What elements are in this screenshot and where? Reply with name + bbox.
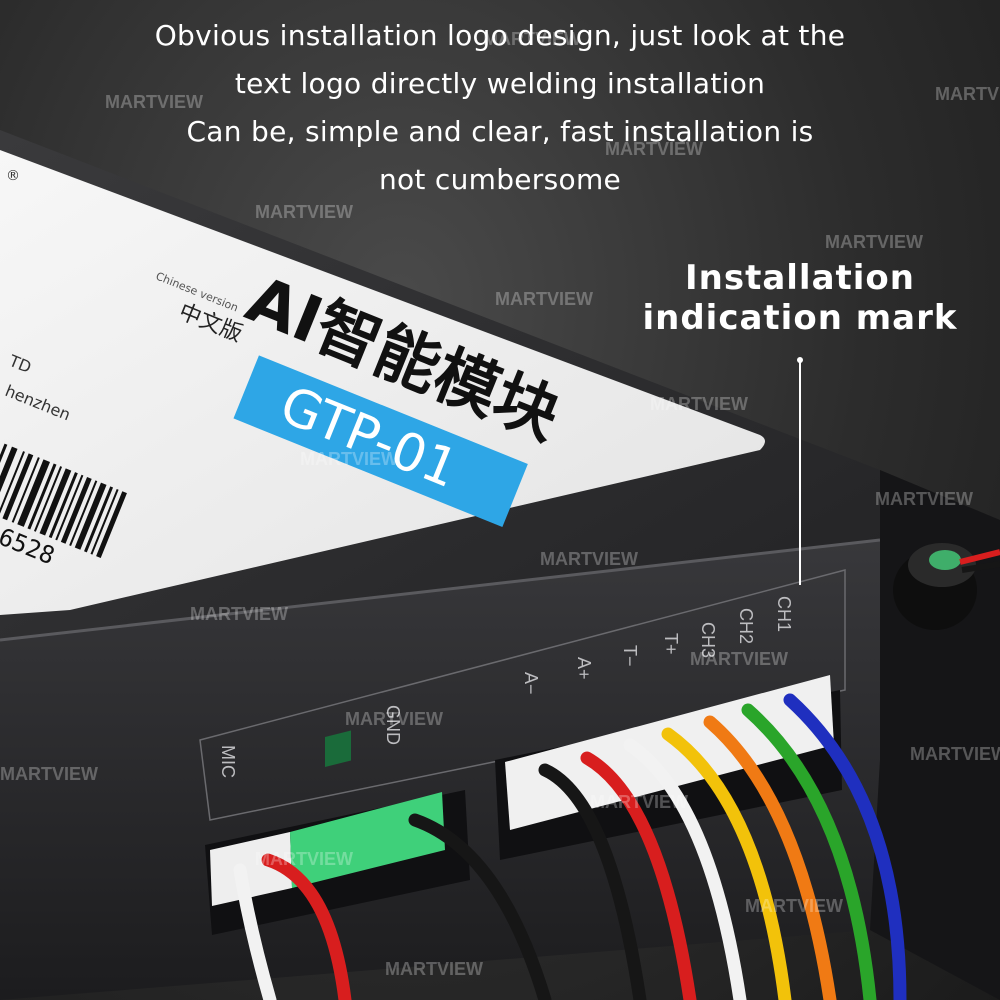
barcode: 6528: [0, 443, 127, 570]
svg-text:MARTVIEW: MARTVIEW: [650, 394, 748, 414]
svg-text:MARTVIEW: MARTVIEW: [483, 29, 581, 49]
svg-text:MARTVIEW: MARTVIEW: [605, 139, 703, 159]
svg-text:MARTVIEW: MARTVIEW: [875, 489, 973, 509]
watermark: MARTVIEW: [190, 604, 288, 624]
mic-connector: [210, 832, 292, 906]
svg-text:MARTVIEW: MARTVIEW: [690, 649, 788, 669]
watermark: MARTVIEW: [105, 92, 203, 112]
watermark: MARTVIEW: [690, 649, 788, 669]
svg-text:MARTVIEW: MARTVIEW: [255, 202, 353, 222]
watermarks: MARTVIEW MARTVIEW MARTVIEW MARTVIEW MART…: [0, 29, 1000, 979]
svg-text:MARTVIEW: MARTVIEW: [935, 84, 1000, 104]
label-partial-reg: ®: [6, 168, 20, 184]
watermark: MARTVIEW: [605, 139, 703, 159]
svg-text:MARTVIEW: MARTVIEW: [255, 849, 353, 869]
pin-label-ch2: CH2: [736, 608, 756, 644]
wire-black: [538, 763, 647, 1000]
watermark: MARTVIEW: [495, 289, 593, 309]
model-badge: [233, 355, 528, 528]
svg-text:MARTVIEW: MARTVIEW: [300, 449, 398, 469]
port-labels: MIC GND A− A+ T− T+ CH3 CH2 CH1: [218, 596, 794, 778]
watermark: MARTVIEW: [300, 449, 398, 469]
watermark: MARTVIEW: [875, 489, 973, 509]
wire-mic-red: [261, 853, 352, 1000]
svg-text:MARTVIEW: MARTVIEW: [590, 792, 688, 812]
port-label-mic: MIC: [218, 745, 238, 778]
wire-orange: [703, 715, 837, 1000]
watermark: MARTVIEW: [255, 202, 353, 222]
wire-white: [623, 738, 747, 1000]
watermark: MARTVIEW: [540, 549, 638, 569]
installation-indication-callout: Installation indication mark: [642, 258, 958, 338]
product-label: AI智能模块 中文版 Chinese version GTP-01 ® TD h…: [0, 150, 765, 615]
port-label-gnd: GND: [383, 705, 403, 745]
svg-text:MARTVIEW: MARTVIEW: [190, 604, 288, 624]
watermark: MARTVIEW: [590, 792, 688, 812]
wire-mic-white: [233, 863, 277, 1000]
watermark: MARTVIEW: [935, 84, 1000, 104]
svg-text:MARTVIEW: MARTVIEW: [495, 289, 593, 309]
gnd-connector: [290, 792, 445, 888]
svg-text:MARTVIEW: MARTVIEW: [745, 896, 843, 916]
pin-label-ch3: CH3: [698, 622, 718, 658]
wire-yellow: [661, 727, 792, 1000]
watermark: MARTVIEW: [745, 896, 843, 916]
svg-text:MARTVIEW: MARTVIEW: [105, 92, 203, 112]
watermark: MARTVIEW: [910, 744, 1000, 764]
svg-text:MARTVIEW: MARTVIEW: [385, 959, 483, 979]
svg-text:MARTVIEW: MARTVIEW: [540, 549, 638, 569]
pin-label-ch1: CH1: [774, 596, 794, 632]
svg-text:MARTVIEW: MARTVIEW: [345, 709, 443, 729]
wire-blue: [783, 693, 907, 1000]
microphone-capsule: [893, 543, 1000, 630]
pin-label-a-minus: A−: [521, 672, 541, 695]
watermark: MARTVIEW: [385, 959, 483, 979]
indication-dot: [797, 357, 803, 363]
pin-label-a-plus: A+: [574, 657, 594, 680]
watermark: MARTVIEW: [345, 709, 443, 729]
watermark: MARTVIEW: [825, 232, 923, 252]
wire-gnd-black: [408, 813, 552, 1000]
pin-label-t-minus: T−: [620, 645, 640, 667]
watermark: MARTVIEW: [255, 849, 353, 869]
watermark: MARTVIEW: [483, 29, 581, 49]
watermark: MARTVIEW: [650, 394, 748, 414]
pin-label-t-plus: T+: [661, 633, 681, 655]
svg-text:MARTVIEW: MARTVIEW: [910, 744, 1000, 764]
svg-text:MARTVIEW: MARTVIEW: [825, 232, 923, 252]
port-label-frame: [199, 569, 846, 821]
label-sticker: [0, 150, 765, 615]
headline-text: Obvious installation logo design, just l…: [154, 19, 846, 196]
watermark: MARTVIEW: [0, 764, 98, 784]
wire-red: [580, 751, 697, 1000]
wire-green: [741, 703, 877, 1000]
svg-text:MARTVIEW: MARTVIEW: [0, 764, 98, 784]
wires: [233, 693, 907, 1000]
